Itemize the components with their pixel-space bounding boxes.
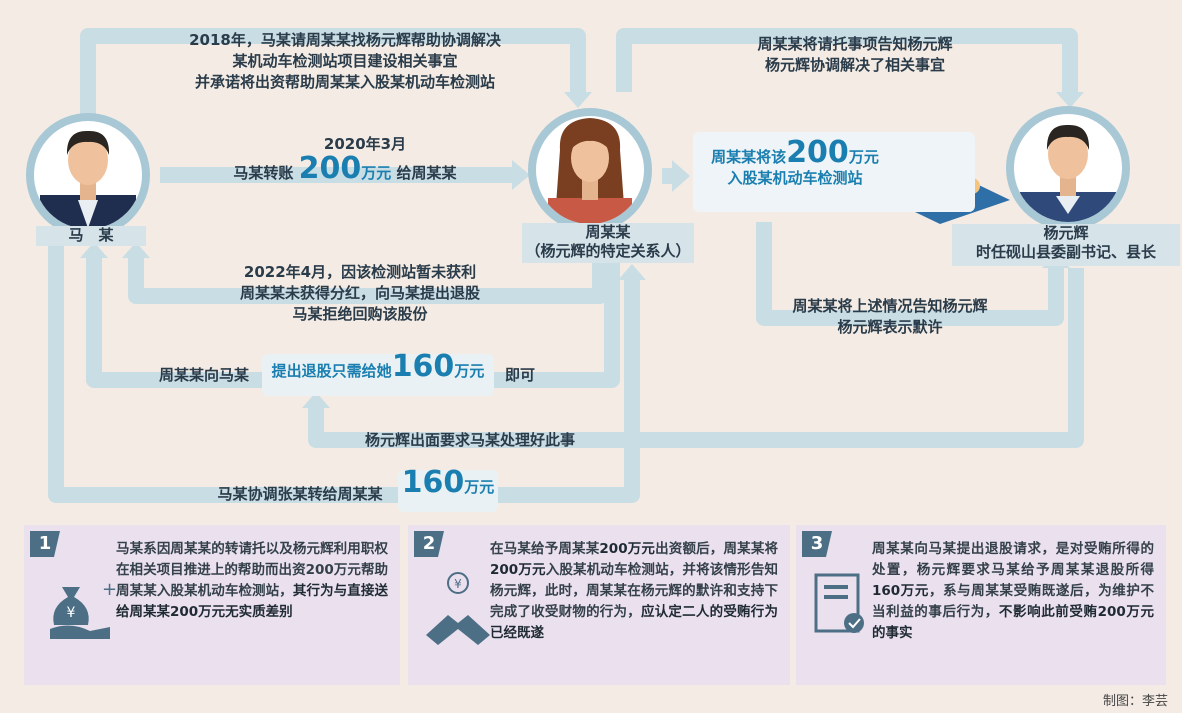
- analysis-card-1: 1 ¥ + 马某系因周某某的转请托以及杨元辉利用职权在相关项目推进上的帮助而出资…: [24, 525, 400, 685]
- arrow-zhou-to-yang-acquiesce: [756, 222, 1064, 326]
- pay-160-box: [398, 470, 498, 512]
- credit: 制图：李芸: [1102, 694, 1168, 709]
- flow-inform-text: 周某某将请托事项告知杨元辉杨元辉协调解决了相关事宜: [757, 35, 953, 74]
- flow-request-text: 2018年，马某请周某某找杨元辉帮助协调解决某机动车检测站项目建设相关事宜并承诺…: [189, 31, 501, 91]
- card-2-number: 2: [414, 531, 444, 557]
- svg-text:+: +: [102, 579, 117, 600]
- card-1-number: 1: [30, 531, 60, 557]
- pay-160-amount-wrap: 160万元: [401, 465, 495, 500]
- flow-160-pre: 周某某向马某: [158, 366, 249, 384]
- arrow-zhou-to-ma-refund: [128, 258, 608, 304]
- flow-refund-text: 2022年4月，因该检测站暂未获利周某某未获得分红，向马某提出退股马某拒绝回购该…: [239, 263, 480, 323]
- refund-condition-text: 提出退股只需给她160万元: [271, 349, 485, 384]
- arrow-zhou-to-yang-inform: [616, 28, 1078, 92]
- flow-demand-text: 杨元辉出面要求马某处理好此事: [364, 431, 575, 449]
- invest-text: 周某某将该200万元 入股某机动车检测站: [711, 135, 879, 188]
- money-bag-icon: ¥ +: [50, 579, 117, 639]
- svg-text:¥: ¥: [454, 577, 462, 591]
- analysis-card-2: 2 ¥ 在马某给予周某某200万元出资额后，周某某将200万元入股某机动车检测站…: [408, 525, 790, 685]
- card-3-text: 周某某向马某提出退股请求，是对受贿所得的处置，杨元辉要求马某给予周某某退股所得1…: [872, 541, 1154, 641]
- card-3-number: 3: [802, 531, 832, 557]
- invest-amount: 200: [786, 135, 849, 170]
- document-icon: [814, 573, 864, 633]
- transfer-amount: 200: [298, 151, 362, 186]
- pay-amount: 160: [401, 465, 465, 500]
- refund-amount: 160: [391, 349, 455, 384]
- yang-name: 杨元辉: [1043, 224, 1089, 242]
- flow-acquiesce-text: 周某某将上述情况告知杨元辉杨元辉表示默许: [792, 297, 988, 336]
- flow-transfer-date: 2020年3月: [323, 135, 407, 153]
- arrow-ma-to-zhou-160: [48, 245, 640, 503]
- card-1-text: 马某系因周某某的转请托以及杨元辉利用职权在相关项目推进上的帮助而出资200万元帮…: [116, 541, 389, 620]
- arrow-ma-to-zhou-request: [80, 28, 586, 122]
- name-zhou: 周某某 （杨元辉的特定关系人）: [522, 223, 694, 263]
- avatar-zhou: [528, 108, 652, 232]
- zhou-role: （杨元辉的特定关系人）: [525, 242, 691, 260]
- invest-info-box: [693, 132, 975, 212]
- arrow-yang-to-ma-demand: [308, 268, 1084, 448]
- refund-condition-box: [262, 354, 494, 396]
- name-ma: 马 某: [36, 226, 146, 246]
- handshake-icon: ¥: [426, 572, 490, 645]
- svg-text:¥: ¥: [67, 605, 76, 621]
- card-2-text: 在马某给予周某某200万元出资额后，周某某将200万元入股某机动车检测站，并将该…: [490, 541, 779, 641]
- name-yang: 杨元辉 时任砚山县委副书记、县长: [952, 224, 1180, 266]
- flow-160-post: 即可: [504, 366, 535, 384]
- flow-transfer-text: 马某转账 200万元 给周某某: [233, 151, 457, 186]
- zhou-name: 周某某: [585, 223, 631, 241]
- avatar-yang: [1006, 106, 1130, 230]
- yang-role: 时任砚山县委副书记、县长: [975, 243, 1156, 261]
- analysis-card-3: 3 周某某向马某提出退股请求，是对受贿所得的处置，杨元辉要求马某给予周某某退股所…: [796, 525, 1166, 685]
- flow-pay-160-text: 马某协调张某转给周某某: [217, 485, 383, 503]
